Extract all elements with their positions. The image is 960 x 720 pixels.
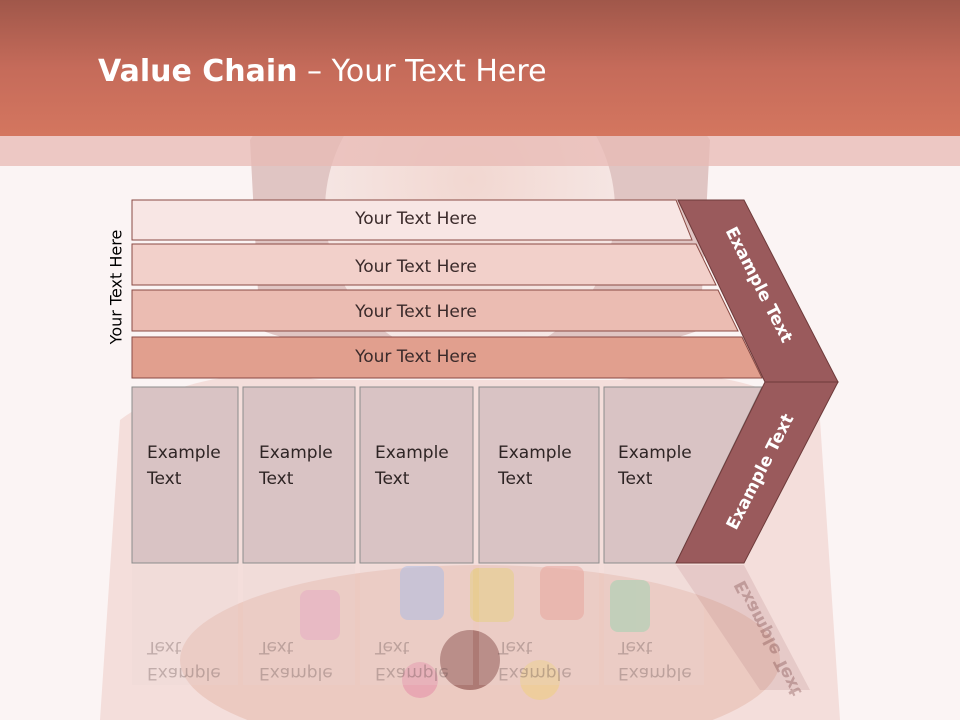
column-label-2-line2: Text	[259, 469, 294, 489]
reflection-text-2: Example Text	[259, 634, 351, 686]
column-label-2: Example Text	[259, 440, 351, 492]
column-label-1-line1: Example	[147, 443, 221, 463]
reflection	[132, 565, 810, 690]
reflection-text-4: Example Text	[498, 634, 590, 686]
column-label-4-line2: Text	[498, 469, 533, 489]
column-3[interactable]	[359, 386, 474, 564]
header-bar	[0, 0, 960, 136]
reflection-text-1: Example Text	[147, 634, 239, 686]
bar-3[interactable]	[131, 289, 739, 332]
column-label-1: Example Text	[147, 440, 239, 492]
column-label-3: Example Text	[375, 440, 467, 492]
bar-label-4: Your Text Here	[355, 347, 477, 367]
reflection-text-5-line2: Text	[618, 637, 653, 657]
header-band	[0, 136, 960, 166]
reflection-text-1-line2: Text	[147, 637, 182, 657]
column-label-2-line1: Example	[259, 443, 333, 463]
column-label-5: Example Text	[618, 440, 710, 492]
column-2[interactable]	[242, 386, 356, 564]
reflection-text-2-line2: Text	[259, 637, 294, 657]
reflection-text-3-line1: Example	[375, 663, 449, 683]
reflection-text-4-line1: Example	[498, 663, 572, 683]
bar-label-1: Your Text Here	[355, 209, 477, 229]
reflection-text-3: Example Text	[375, 634, 467, 686]
column-4[interactable]	[478, 386, 600, 564]
bar-4[interactable]	[131, 336, 763, 379]
reflection-text-2-line1: Example	[259, 663, 333, 683]
column-label-4-line1: Example	[498, 443, 572, 463]
reflection-text-3-line2: Text	[375, 637, 410, 657]
bar-2[interactable]	[131, 243, 717, 286]
bar-label-2: Your Text Here	[355, 257, 477, 277]
title-rest: – Your Text Here	[297, 54, 547, 89]
column-label-3-line2: Text	[375, 469, 410, 489]
column-label-5-line1: Example	[618, 443, 692, 463]
column-label-5-line2: Text	[618, 469, 653, 489]
column-label-3-line1: Example	[375, 443, 449, 463]
reflection-text-5-line1: Example	[618, 663, 692, 683]
column-1[interactable]	[131, 386, 239, 564]
bar-1[interactable]	[131, 199, 693, 241]
bar-label-3: Your Text Here	[355, 302, 477, 322]
reflection-text-1-line1: Example	[147, 663, 221, 683]
column-label-1-line2: Text	[147, 469, 182, 489]
title-bold: Value Chain	[98, 54, 298, 89]
slide-title[interactable]: Value Chain – Your Text Here	[98, 54, 547, 89]
arrow-lower[interactable]	[675, 381, 839, 564]
reflection-text-4-line2: Text	[498, 637, 533, 657]
reflection-text-5: Example Text	[618, 634, 710, 686]
column-label-4: Example Text	[498, 440, 590, 492]
